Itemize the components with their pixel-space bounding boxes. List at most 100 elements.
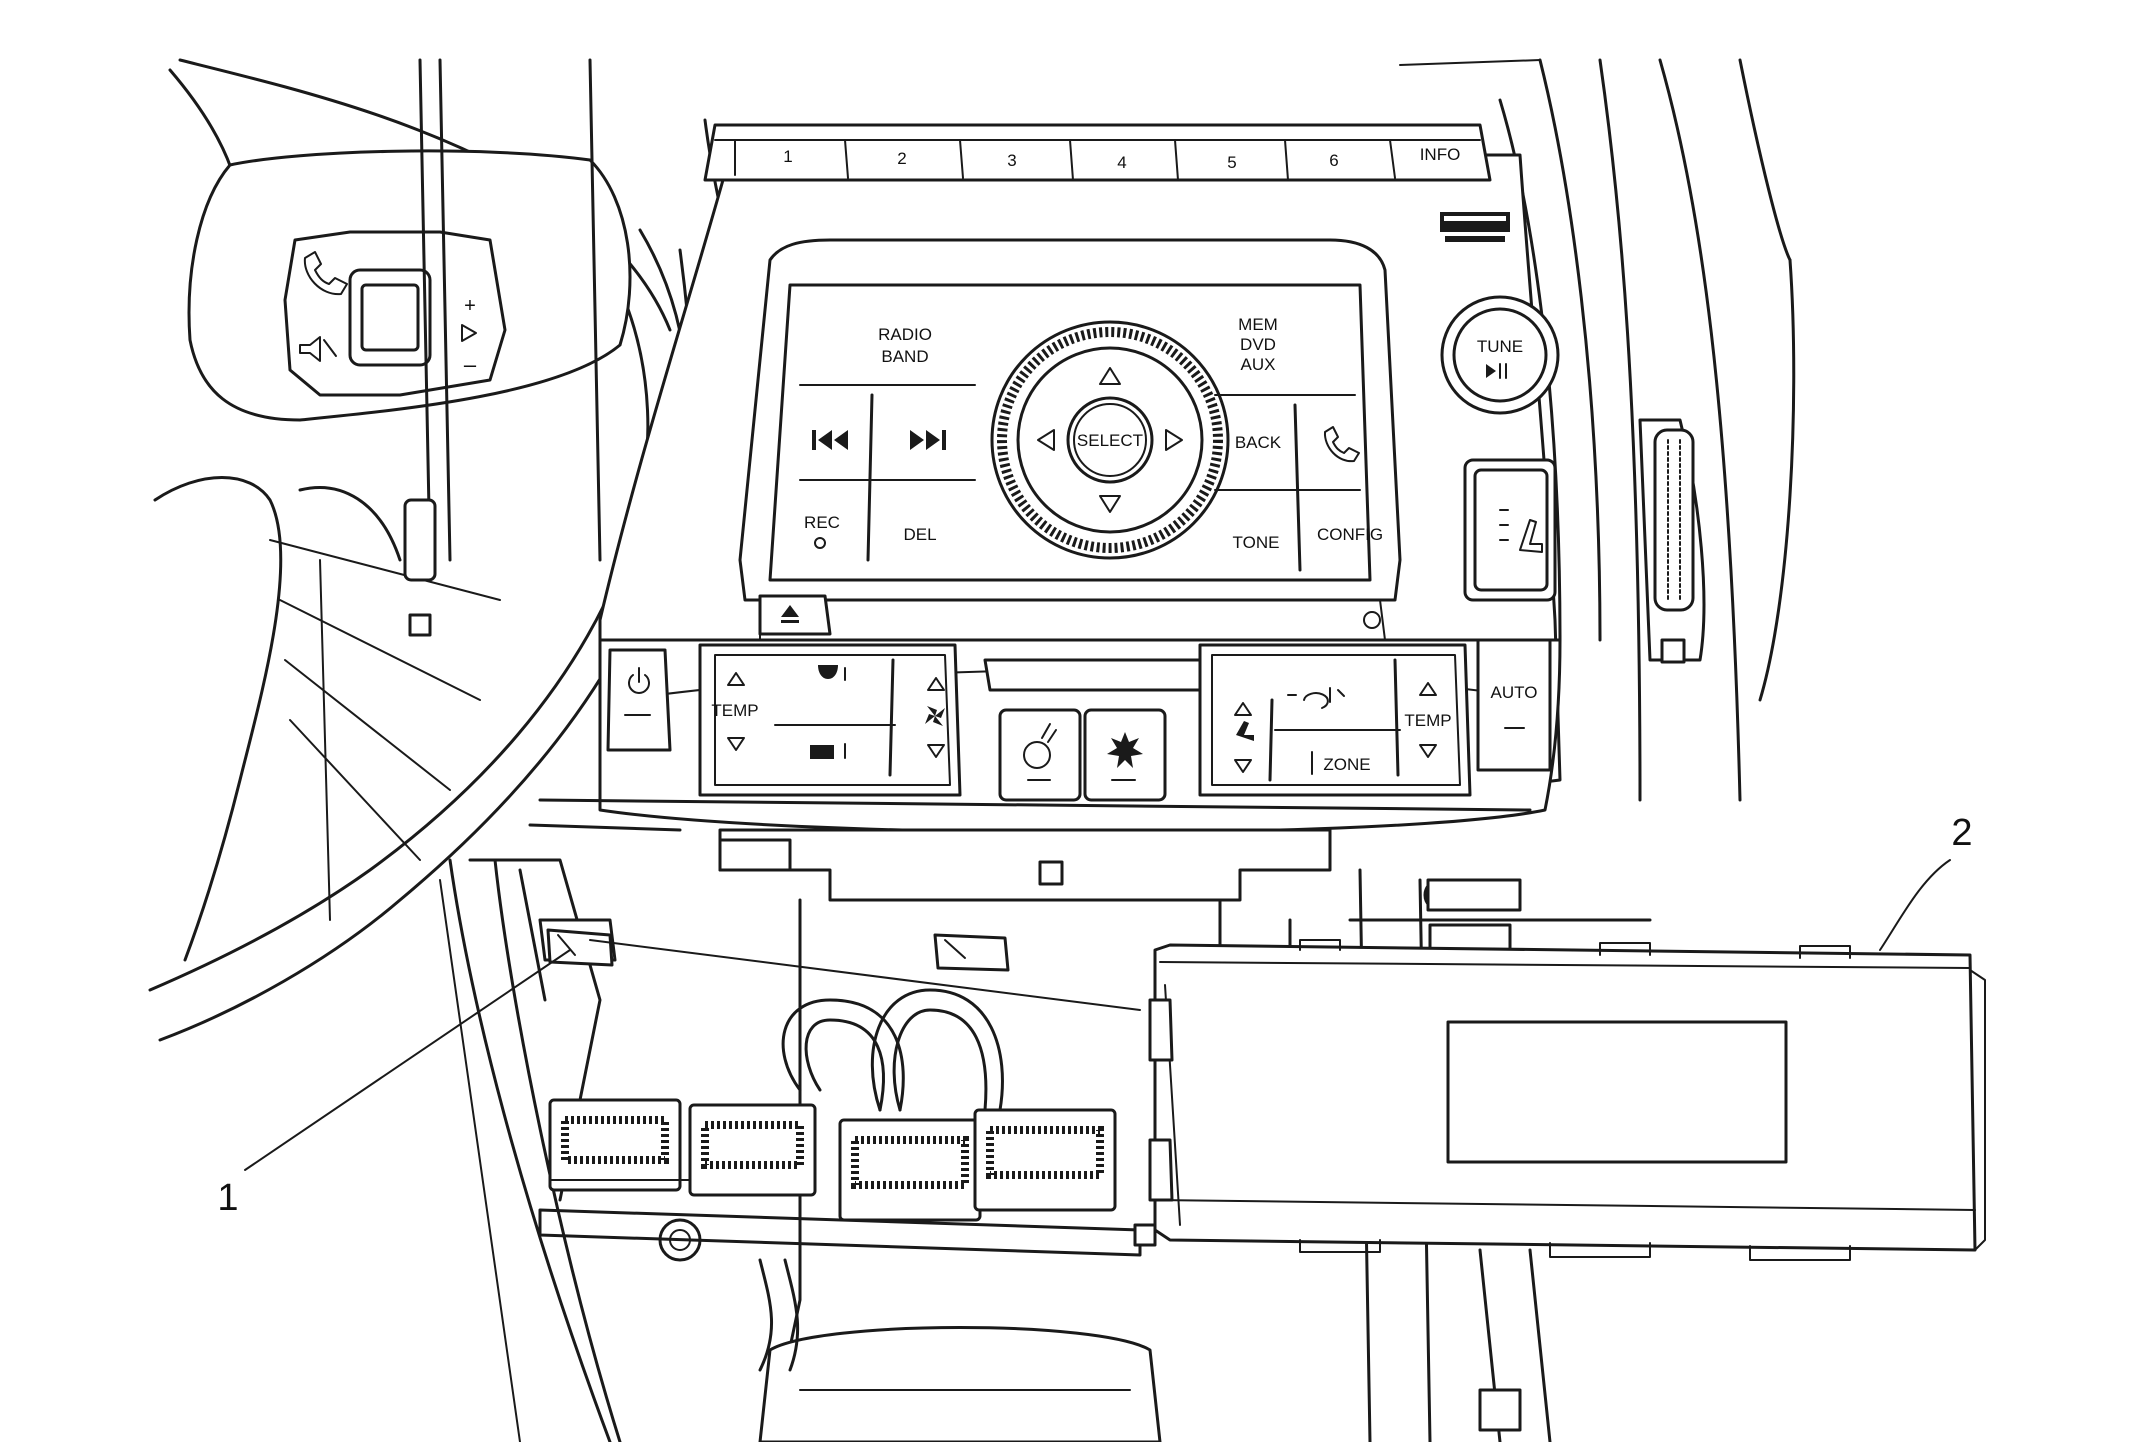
phone-icon	[1323, 426, 1360, 463]
zone-button[interactable]: ZONE	[1311, 751, 1371, 775]
rear-defrost-icon	[810, 743, 846, 759]
heated-steering-button[interactable]	[998, 708, 1082, 802]
wiring-harness	[758, 988, 1004, 1372]
defrost-icon	[818, 665, 846, 681]
temp-left-control[interactable]: TEMP	[711, 672, 759, 751]
rec-button[interactable]: REC	[804, 513, 840, 549]
preset-4[interactable]: 4	[1069, 139, 1127, 181]
select-label: SELECT	[1077, 431, 1143, 450]
rear-defrost-button[interactable]	[810, 743, 846, 759]
zone-label: ZONE	[1323, 755, 1370, 774]
left-temp-fan-module: TEMP	[698, 643, 962, 797]
tune-knob[interactable]: TUNE	[1440, 295, 1560, 415]
config-button[interactable]: CONFIG	[1317, 525, 1383, 544]
callout-1-label: 1	[217, 1177, 238, 1219]
heated-seat-icon	[1236, 721, 1254, 741]
preset-5[interactable]: 5	[1174, 139, 1237, 181]
play-pause-icon	[1486, 363, 1507, 379]
nav-left-icon[interactable]	[1037, 429, 1055, 451]
lower-dash-structure	[468, 798, 1652, 1444]
right-air-vent	[1399, 58, 1796, 802]
connector-4	[973, 1108, 1117, 1212]
tone-label: TONE	[1233, 533, 1280, 552]
nav-right-icon[interactable]	[1165, 429, 1183, 451]
preset-strip: 1 2 3 4 5 6 IN	[703, 123, 1492, 182]
recirculation-icon	[1287, 687, 1345, 709]
volume-icon: + –	[461, 295, 477, 377]
radio-band-label-line1: RADIO	[878, 325, 932, 344]
nav-up-icon[interactable]	[1099, 367, 1121, 385]
heated-seat-button-right[interactable]	[1463, 458, 1557, 602]
power-icon	[628, 667, 650, 694]
mem-label: MEM	[1238, 315, 1278, 334]
tune-label: TUNE	[1477, 337, 1523, 356]
fan-icon	[925, 706, 945, 726]
svg-text:–: –	[464, 352, 477, 377]
callout-2: 2	[1879, 812, 1973, 951]
preset-6-label: 6	[1329, 151, 1338, 170]
connector-3	[838, 1118, 982, 1222]
eject-button[interactable]	[758, 594, 832, 636]
climate-control-panel: TEMP	[598, 638, 1562, 834]
del-button[interactable]: DEL	[903, 525, 936, 544]
dash-left	[403, 58, 622, 1444]
next-track-icon	[910, 430, 946, 450]
preset-6[interactable]: 6	[1284, 139, 1339, 181]
fan-speed-control[interactable]	[925, 677, 945, 758]
heated-steering-icon	[1023, 723, 1057, 769]
recirculation-button[interactable]	[1287, 687, 1345, 709]
auto-button[interactable]: AUTO	[1476, 638, 1552, 772]
config-label: CONFIG	[1317, 525, 1383, 544]
info-label: INFO	[1420, 145, 1461, 164]
back-label: BACK	[1235, 433, 1282, 452]
heated-seat-icon	[1499, 509, 1543, 553]
dvd-label: DVD	[1240, 335, 1276, 354]
power-button[interactable]	[606, 648, 672, 752]
control-module	[1148, 939, 1986, 1261]
info-button[interactable]: INFO	[1389, 139, 1461, 179]
defrost-button[interactable]	[818, 665, 846, 681]
steering-wheel-controls: + –	[187, 149, 632, 422]
back-button[interactable]: BACK	[1235, 433, 1282, 452]
retaining-clip-left	[546, 928, 614, 967]
tone-button[interactable]: TONE	[1233, 533, 1280, 552]
preset-5-label: 5	[1227, 153, 1236, 172]
del-label: DEL	[903, 525, 936, 544]
preset-3[interactable]: 3	[959, 139, 1017, 179]
nav-down-icon[interactable]	[1099, 495, 1121, 513]
rec-label: REC	[804, 513, 840, 532]
ac-icon	[1107, 732, 1143, 768]
brand-badge-icon	[1440, 212, 1510, 242]
mute-icon	[299, 336, 337, 362]
temp-left-label: TEMP	[711, 701, 758, 720]
preset-2[interactable]: 2	[844, 139, 907, 179]
retaining-clip-right	[933, 933, 1010, 972]
right-temp-zone-module: ZONE TEMP	[1198, 643, 1472, 797]
preset-1-label: 1	[783, 147, 792, 166]
svg-text:+: +	[464, 295, 476, 317]
radio-band-button[interactable]: RADIO BAND	[878, 325, 932, 366]
preset-1[interactable]: 1	[734, 139, 793, 176]
prev-track-button[interactable]	[812, 430, 848, 450]
prev-track-icon	[812, 430, 848, 450]
connector-2	[688, 1103, 817, 1197]
ac-button[interactable]	[1083, 708, 1167, 802]
phone-icon	[303, 251, 348, 296]
preset-4-label: 4	[1117, 153, 1126, 172]
temp-right-label: TEMP	[1404, 711, 1451, 730]
next-track-button[interactable]	[910, 430, 946, 450]
auto-label: AUTO	[1491, 683, 1538, 702]
radio-faceplate: 1 2 3 4 5 6 IN	[598, 58, 1602, 797]
callout-1: 1	[217, 939, 1141, 1219]
connector-1	[548, 1098, 691, 1192]
preset-2-label: 2	[897, 149, 906, 168]
radio-band-label-line2: BAND	[881, 347, 928, 366]
connector-row	[538, 1098, 1157, 1257]
select-knob[interactable]: SELECT	[990, 320, 1230, 560]
callout-2-label: 2	[1951, 812, 1972, 854]
mem-dvd-aux-button[interactable]: MEM DVD AUX	[1238, 315, 1278, 374]
phone-button[interactable]	[1323, 426, 1360, 463]
heated-seat-left-control[interactable]	[1234, 702, 1254, 773]
temp-right-control[interactable]: TEMP	[1404, 682, 1452, 758]
